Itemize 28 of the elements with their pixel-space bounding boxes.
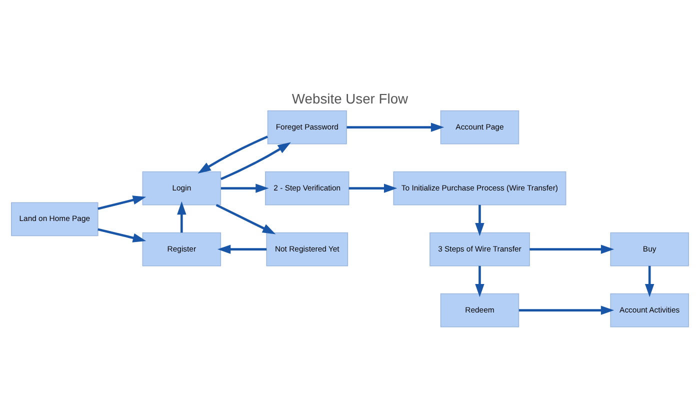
node-box: Account Activities	[610, 292, 689, 327]
diagram-title: Website User Flow	[292, 90, 408, 106]
arrow	[177, 200, 186, 232]
arrow	[475, 204, 484, 236]
node-box: Buy	[610, 232, 689, 266]
arrow	[475, 265, 484, 297]
arrow	[220, 142, 291, 180]
node-box: Not Registered Yet	[266, 232, 348, 266]
node-box: 2 - Step Verification	[265, 170, 350, 205]
arrow	[220, 183, 269, 192]
arrow	[98, 228, 146, 242]
node-box: Account Page	[440, 110, 520, 144]
arrow	[98, 195, 146, 210]
node-box: Land on Home Page	[11, 202, 98, 236]
node-box: Redeem	[440, 292, 520, 327]
node-box: Foreget Password	[267, 110, 347, 144]
node-box: Login	[142, 170, 222, 205]
arrow	[348, 183, 398, 192]
arrow	[217, 244, 267, 254]
node-box: 3 Steps of Wire Transfer	[430, 232, 530, 266]
node-box: To Initialize Purchase Process (Wire Transfer)	[393, 170, 566, 205]
node-box: Register	[142, 232, 222, 266]
arrow	[198, 135, 268, 174]
arrow	[346, 122, 444, 132]
arrow	[518, 305, 614, 314]
arrow	[644, 265, 654, 297]
arrow	[216, 203, 276, 234]
arrow	[530, 244, 614, 254]
